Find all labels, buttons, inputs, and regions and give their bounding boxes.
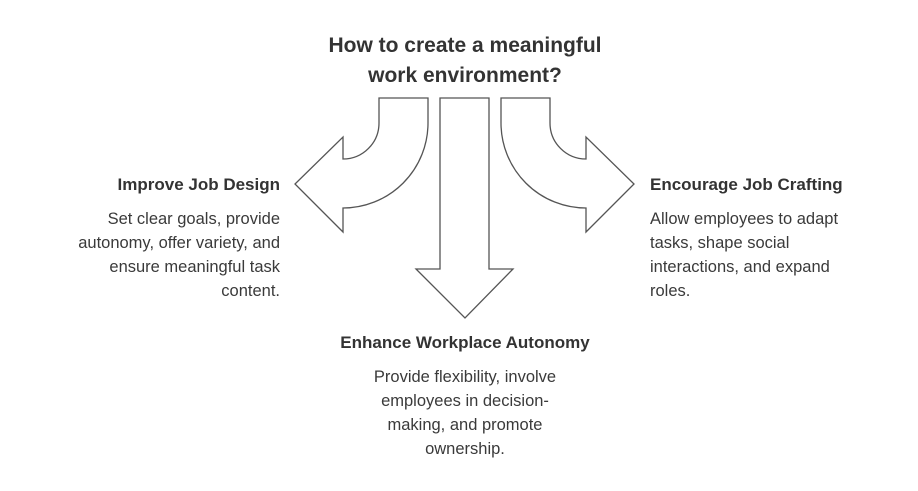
text-line: ownership.	[425, 440, 505, 458]
right-curved-arrow	[500, 97, 635, 234]
diagram-title: How to create a meaningful work environm…	[265, 31, 665, 91]
text-line: ensure meaningful task	[109, 258, 280, 276]
text-line: tasks, shape social	[650, 234, 790, 252]
text-line: roles.	[650, 282, 691, 300]
text-line: Provide flexibility, involve	[373, 368, 557, 386]
left-branch: Improve Job Design Set clear goals, prov…	[78, 175, 280, 303]
center-branch: Enhance Workplace Autonomy Provide flexi…	[265, 333, 665, 461]
text-line: interactions, and expand	[650, 258, 830, 276]
text-line: making, and promote	[387, 416, 543, 434]
text-line: content.	[221, 282, 280, 300]
title-line: work environment?	[368, 64, 562, 87]
center-body: Provide flexibility, involve employees i…	[265, 365, 665, 461]
right-branch: Encourage Job Crafting Allow employees t…	[650, 175, 843, 303]
down-arrow	[414, 97, 515, 319]
left-body: Set clear goals, provide autonomy, offer…	[78, 207, 280, 303]
text-line: employees in decision-	[381, 392, 549, 410]
right-body: Allow employees to adapt tasks, shape so…	[650, 207, 843, 303]
title-line: How to create a meaningful	[328, 34, 602, 57]
right-heading: Encourage Job Crafting	[650, 175, 843, 194]
left-curved-arrow	[294, 97, 429, 234]
text-line: Set clear goals, provide	[107, 210, 280, 228]
center-heading: Enhance Workplace Autonomy	[340, 333, 590, 352]
text-line: autonomy, offer variety, and	[78, 234, 280, 252]
left-heading: Improve Job Design	[117, 175, 280, 194]
text-line: Allow employees to adapt	[650, 210, 839, 228]
